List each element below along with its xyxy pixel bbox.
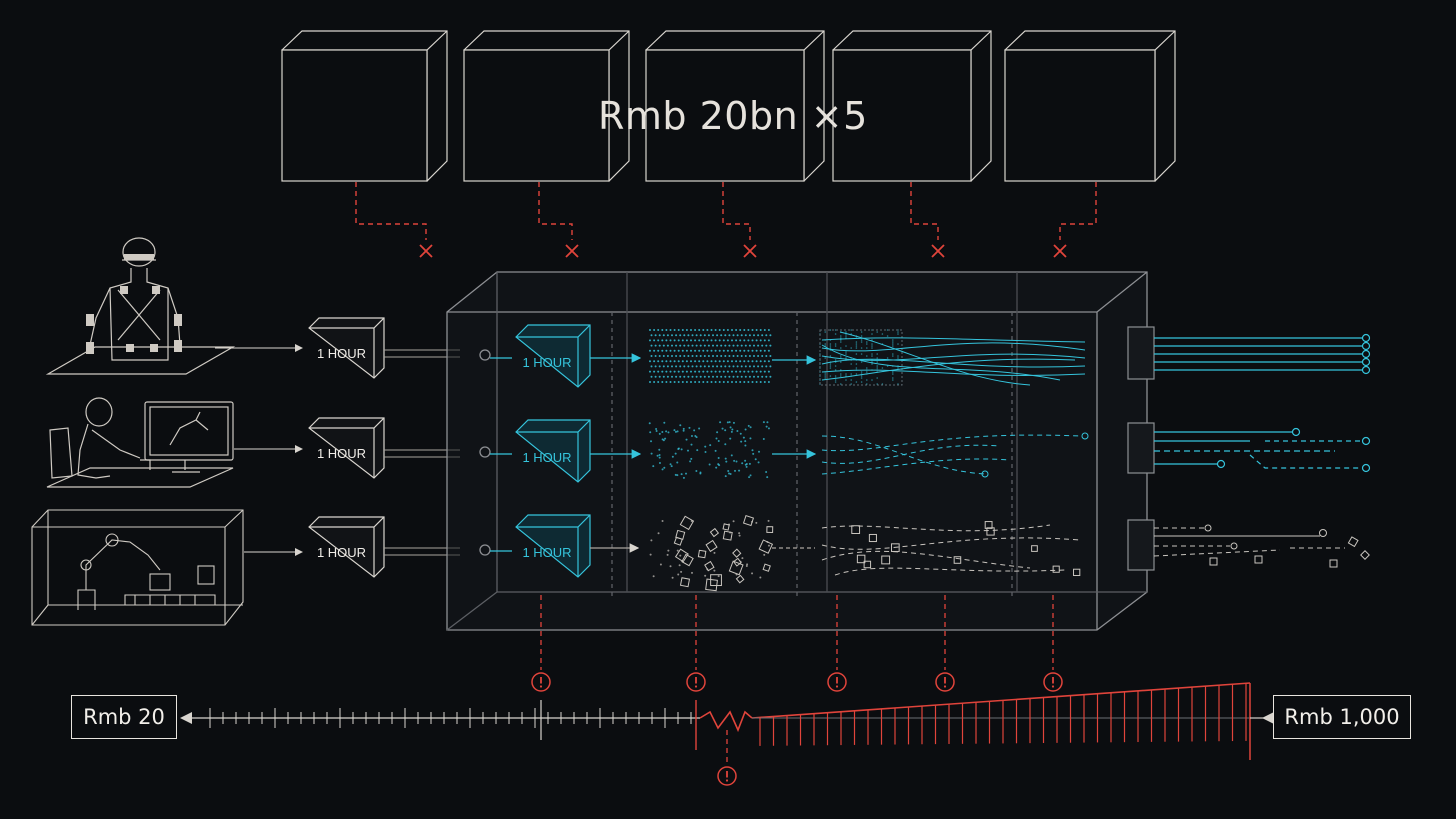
output-lines — [1154, 333, 1371, 473]
hour-label: 1 HOUR — [522, 450, 571, 465]
data-particles — [648, 329, 1081, 592]
fail-x-icon — [931, 244, 945, 258]
warning-icon — [1043, 672, 1063, 692]
input-hour-block: 1 HOUR — [308, 317, 385, 379]
fund-box — [645, 30, 825, 182]
teleoperation-station-icon — [46, 397, 234, 488]
fail-x-icon — [419, 244, 433, 258]
fund-links — [355, 182, 1097, 258]
output-connectors — [1127, 326, 1155, 571]
warning-icon — [827, 672, 847, 692]
warning-icon — [531, 672, 551, 692]
hour-label: 1 HOUR — [522, 545, 571, 560]
failed-link — [722, 182, 751, 240]
warning-icon — [935, 672, 955, 692]
fund-box — [281, 30, 448, 182]
capture-arrows — [215, 344, 303, 556]
input-blocks: 1 HOUR 1 HOUR 1 HOUR — [308, 317, 385, 578]
warning-icon — [686, 672, 706, 692]
failed-link — [1059, 182, 1097, 240]
failed-link — [355, 182, 427, 240]
fail-x-icon — [743, 244, 757, 258]
processing-blocks: 1 HOUR 1 HOUR 1 HOUR — [515, 324, 591, 578]
warning-icon — [717, 766, 737, 786]
fail-x-icon — [565, 244, 579, 258]
failed-link — [910, 182, 939, 240]
hour-label: 1 HOUR — [317, 446, 366, 461]
cost-scale — [180, 682, 1274, 760]
input-hour-block: 1 HOUR — [308, 417, 385, 479]
flow-lines-dense — [819, 329, 1086, 386]
warning-lines — [531, 595, 1063, 786]
hour-label: 1 HOUR — [317, 545, 366, 560]
fund-box — [463, 30, 630, 182]
flow-lines-sparse — [821, 524, 1081, 576]
processing-arrows — [490, 353, 817, 553]
flow-lines-medium — [821, 432, 1089, 478]
failed-link — [538, 182, 573, 240]
price-low-label: Rmb 20 — [71, 695, 177, 739]
headline: Rmb 20bn ×5 — [598, 94, 868, 138]
fund-box — [1004, 30, 1176, 182]
processing-hour-block: 1 HOUR — [515, 419, 591, 483]
input-hour-block: 1 HOUR — [308, 516, 385, 578]
robot-arm-enclosure-icon — [31, 509, 244, 626]
hour-label: 1 HOUR — [522, 355, 571, 370]
fail-x-icon — [1053, 244, 1067, 258]
processing-hour-block: 1 HOUR — [515, 514, 591, 578]
fund-box — [832, 30, 992, 182]
output-lines-sparse — [1153, 524, 1370, 568]
mocap-operator-icon — [45, 237, 236, 375]
price-high-label: Rmb 1,000 — [1273, 695, 1411, 739]
processing-hour-block: 1 HOUR — [515, 324, 591, 388]
fund-boxes — [281, 30, 1176, 182]
hour-label: 1 HOUR — [317, 346, 366, 361]
